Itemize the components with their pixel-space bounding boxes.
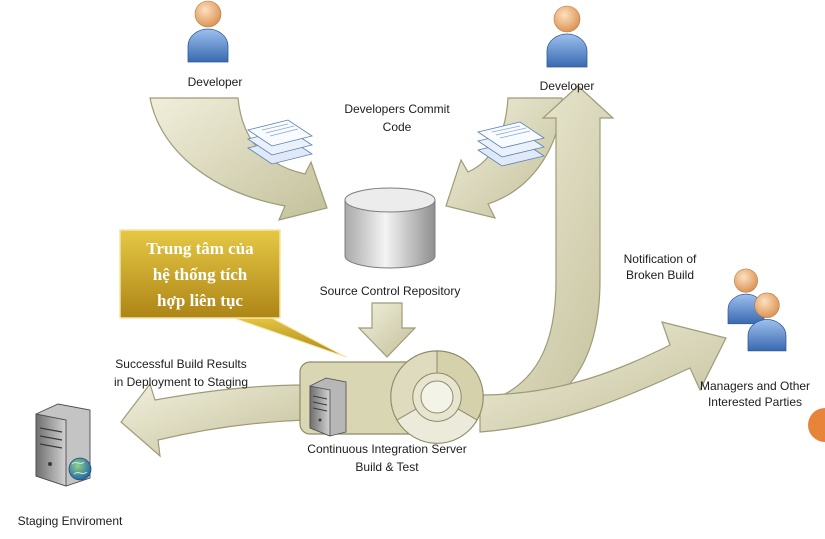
notification-label-line2: Broken Build [626, 268, 694, 282]
managers-label-line1: Managers and Other [700, 379, 810, 393]
ci-server-label-line1: Continuous Integration Server [307, 442, 466, 456]
notification-label-line1: Notification of [624, 252, 697, 266]
developer-icon [546, 5, 588, 68]
server-icon [309, 377, 347, 437]
cycle-arrows-icon [390, 350, 484, 444]
callout-line1: Trung tâm của [146, 239, 254, 258]
managers-label-line2: Interested Parties [708, 395, 802, 409]
managers-arrow [479, 321, 727, 433]
ci-server-label-line2: Build & Test [355, 460, 419, 474]
staging-label: Staging Enviroment [18, 514, 123, 528]
repository-to-ci-arrow [357, 302, 417, 358]
database-icon [344, 187, 436, 269]
deployment-label-line1: Successful Build Results [115, 357, 246, 371]
callout-line2: hệ thống tích [153, 265, 248, 284]
orange-circle-fragment [808, 408, 825, 442]
developer-right-label: Developer [540, 79, 595, 93]
callout-line3: hợp liên tục [157, 291, 243, 310]
staging-arrow [120, 382, 306, 458]
document-stack-icon [247, 119, 313, 165]
commit-arrow-left [149, 97, 328, 221]
repository-label: Source Control Repository [320, 284, 461, 298]
callout: Trung tâm của hệ thống tích hợp liên tục [119, 229, 347, 358]
commit-label-line1: Developers Commit [344, 102, 450, 116]
deployment-label-line2: in Deployment to Staging [114, 375, 248, 389]
developer-icon [187, 0, 229, 63]
commit-label-line2: Code [383, 120, 412, 134]
developer-left-label: Developer [188, 75, 243, 89]
document-stack-icon [477, 121, 545, 167]
managers-icon [727, 268, 787, 352]
globe-icon [68, 457, 92, 481]
